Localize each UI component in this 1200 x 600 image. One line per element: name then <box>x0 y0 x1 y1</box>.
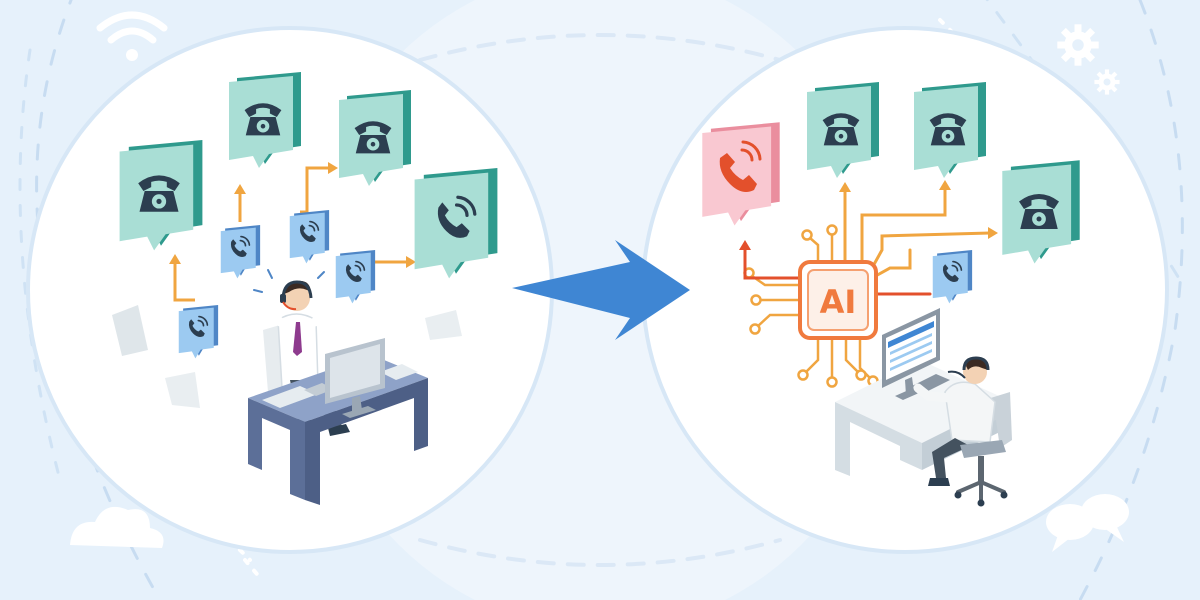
circuit-lines <box>751 234 871 379</box>
operator-face <box>284 285 310 311</box>
office-chair-icon <box>954 440 1008 507</box>
wifi-icon <box>96 11 168 61</box>
arrow-heads <box>169 162 416 268</box>
gear-icon <box>1094 69 1120 95</box>
headset-icon <box>281 280 313 299</box>
monitor-icon <box>882 308 940 400</box>
chat-bubbles-icon <box>1046 494 1129 552</box>
gear-icon <box>1057 24 1099 66</box>
monitor-icon <box>325 338 385 418</box>
transition-arrow-icon <box>512 240 690 340</box>
office-chair-back <box>263 325 282 392</box>
paper-sheet <box>262 386 318 408</box>
calm-operator <box>913 356 1012 507</box>
ai-routing-arrows <box>743 186 992 296</box>
operator-shirt <box>944 381 996 443</box>
call-flow-arrows <box>173 166 408 302</box>
headset-icon <box>962 356 990 371</box>
routing-arrow-heads <box>739 180 998 250</box>
flying-paper <box>112 305 148 356</box>
ringing-phone-icon <box>719 140 762 192</box>
ai-chip-label: AI <box>820 283 857 321</box>
cloud-icon <box>70 506 164 548</box>
operator-tie <box>293 322 302 356</box>
ai-chip-icon: AI <box>798 260 878 340</box>
after-scene: AI <box>702 82 1080 507</box>
flying-paper <box>425 310 462 340</box>
priority-call-bubble <box>702 122 780 226</box>
paper-sheet <box>380 364 418 380</box>
after-scene-circle <box>641 26 1169 554</box>
flying-paper <box>165 372 200 408</box>
before-scene <box>112 72 498 505</box>
